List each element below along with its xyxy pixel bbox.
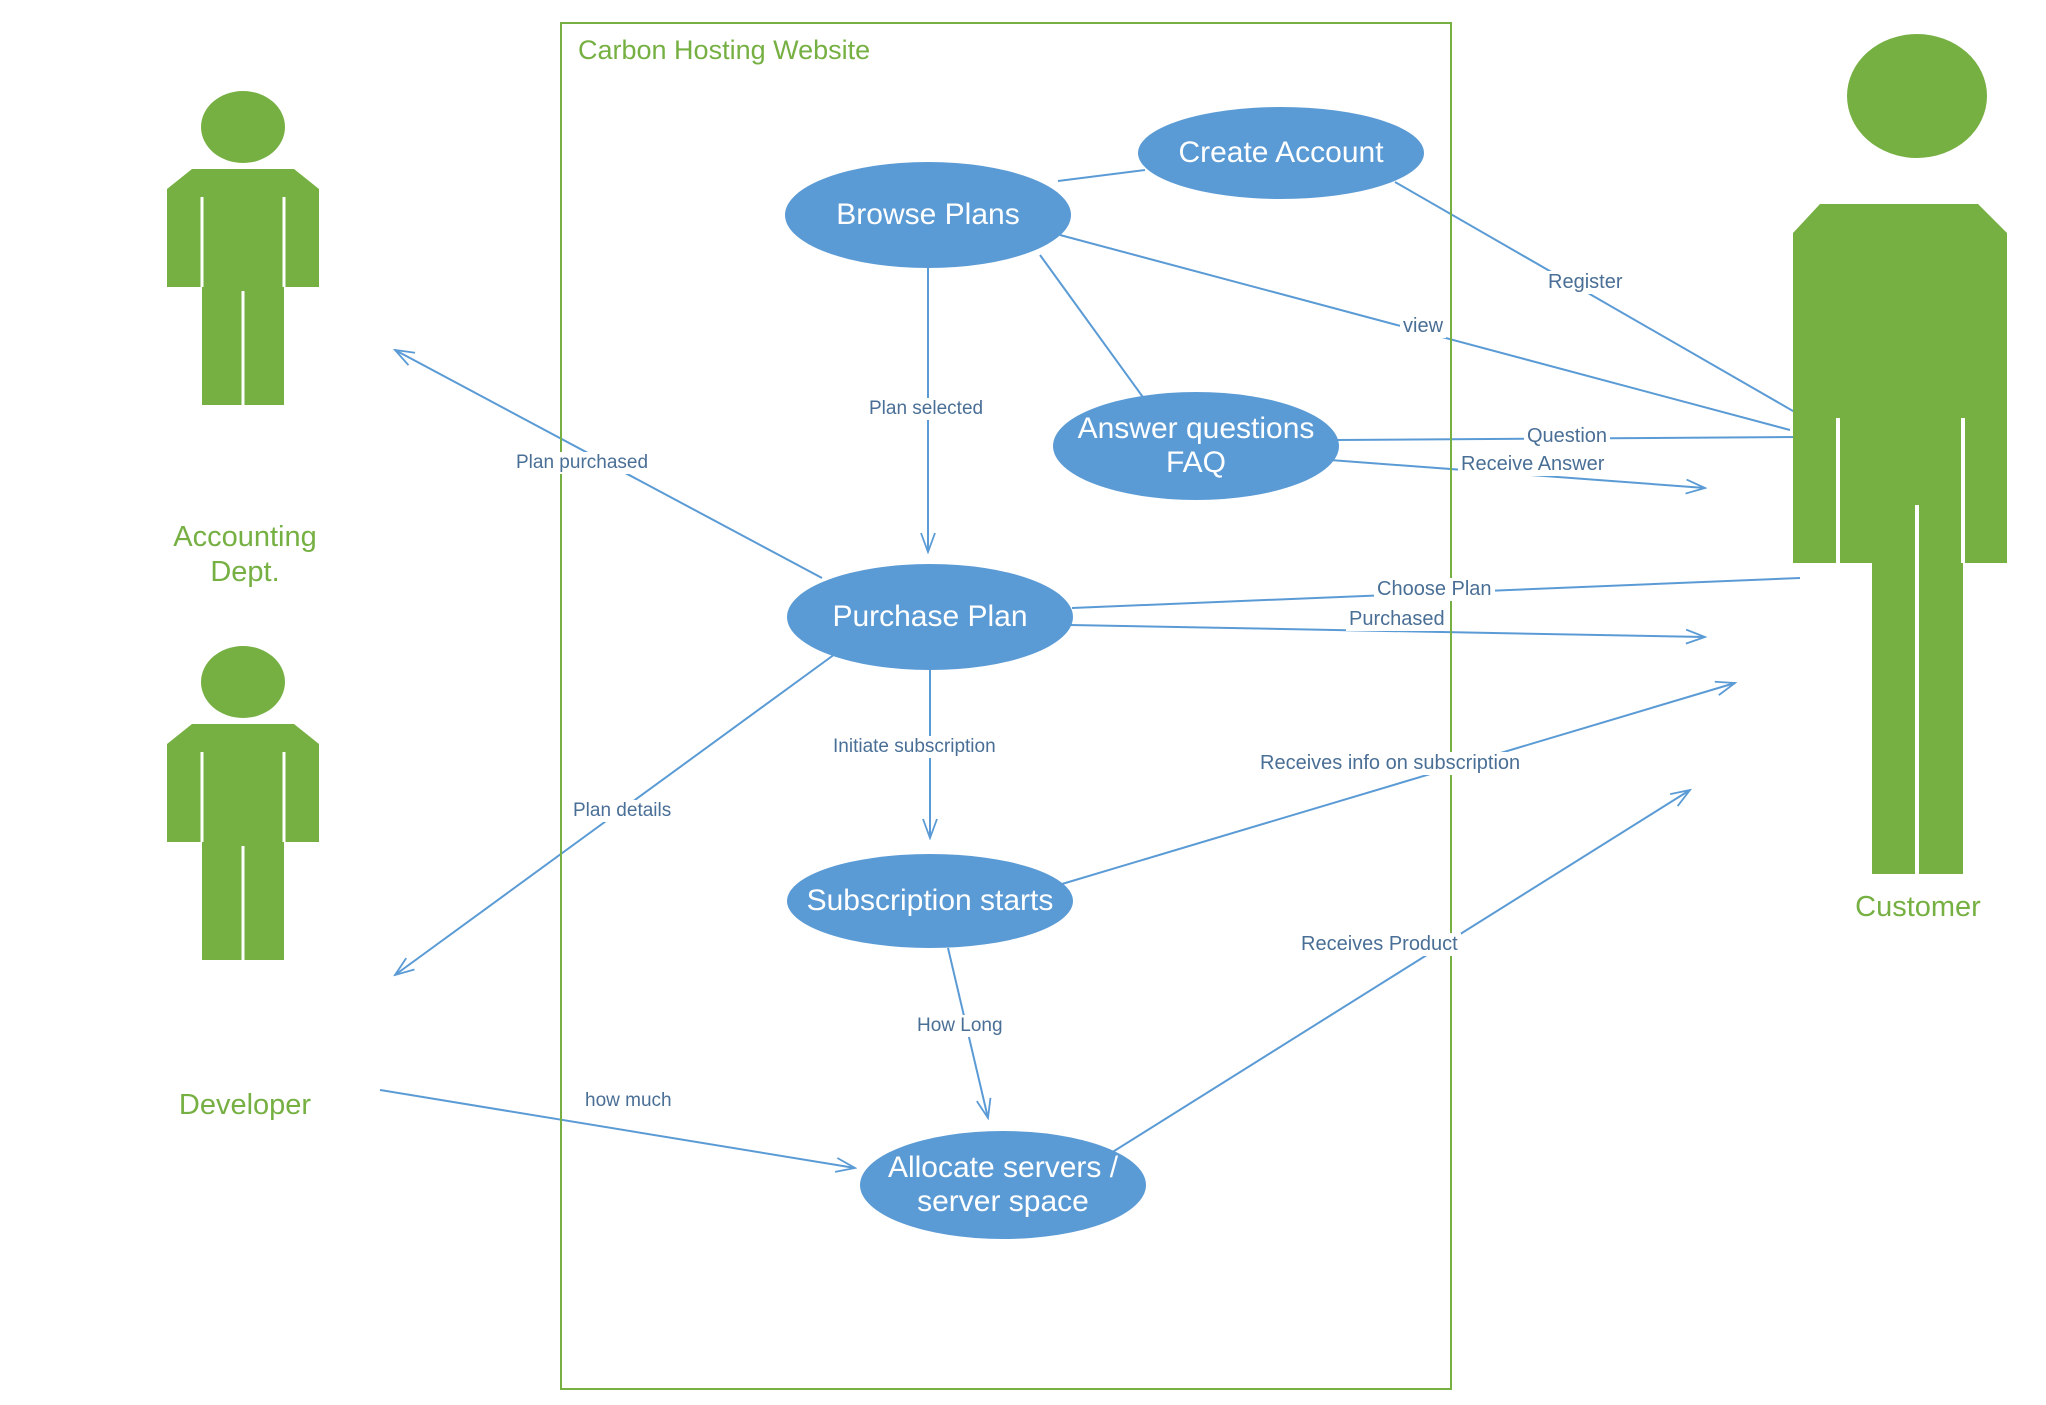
edge-label-choose-plan: Choose Plan <box>1374 578 1495 601</box>
edge-label-how-long: How Long <box>914 1015 1006 1037</box>
edge-browse-to-create <box>1057 169 1146 182</box>
actor-head-icon <box>201 91 285 163</box>
edge-developer-to-allocate <box>379 1089 855 1168</box>
actor-body-icon <box>167 724 319 960</box>
usecase-create-account-label: Create Account <box>1178 136 1384 170</box>
system-boundary-title: Carbon Hosting Website <box>578 35 871 65</box>
edge-label-initiate-subscription: Initiate subscription <box>830 736 999 758</box>
actor-developer[interactable] <box>132 640 354 960</box>
usecase-browse-plans[interactable]: Browse Plans <box>785 162 1071 268</box>
usecase-create-account[interactable]: Create Account <box>1138 107 1424 199</box>
actor-customer[interactable] <box>1788 18 2046 874</box>
usecase-allocate-servers[interactable]: Allocate servers / server space <box>860 1131 1146 1239</box>
usecase-browse-plans-label: Browse Plans <box>836 198 1020 232</box>
actor-body-icon <box>1793 204 2007 874</box>
actor-head-icon <box>201 646 285 718</box>
edge-label-plan-purchased: Plan purchased <box>513 452 652 474</box>
usecase-subscription-starts[interactable]: Subscription starts <box>787 854 1073 948</box>
edge-label-receive-answer: Receive Answer <box>1458 453 1608 476</box>
edge-subscription-to-customer <box>1061 683 1735 885</box>
usecase-answer-questions-faq[interactable]: Answer questions FAQ <box>1053 392 1339 500</box>
usecase-answer-questions-faq-label: Answer questions FAQ <box>1077 412 1315 479</box>
edge-label-purchased: Purchased <box>1346 608 1448 631</box>
actor-accounting-dept[interactable] <box>132 85 354 405</box>
edge-browse-to-faq <box>1039 254 1146 401</box>
actor-accounting-dept-label: Accounting Dept. <box>173 521 317 589</box>
edge-label-question: Question <box>1524 425 1611 448</box>
edge-label-view: view <box>1400 315 1447 338</box>
usecase-allocate-servers-label: Allocate servers / server space <box>887 1151 1119 1218</box>
actor-customer-label: Customer <box>1855 891 1981 923</box>
edge-label-receives-info: Receives info on subscription <box>1257 752 1524 775</box>
edge-label-how-much: how much <box>582 1090 675 1112</box>
actor-developer-label: Developer <box>178 1089 312 1121</box>
usecase-purchase-plan[interactable]: Purchase Plan <box>787 564 1073 670</box>
actor-head-icon <box>1847 34 1987 158</box>
edge-label-register: Register <box>1545 271 1626 294</box>
usecase-purchase-plan-label: Purchase Plan <box>832 600 1028 634</box>
edge-label-plan-details: Plan details <box>570 800 675 822</box>
system-boundary <box>560 22 1452 1390</box>
edge-label-plan-selected: Plan selected <box>866 398 987 420</box>
edge-label-receives-product: Receives Product <box>1298 933 1461 956</box>
usecase-subscription-starts-label: Subscription starts <box>806 884 1054 918</box>
edge-purchase-to-customer-purchased <box>1069 624 1705 637</box>
actor-body-icon <box>167 169 319 405</box>
edge-allocate-to-customer <box>1094 790 1690 1164</box>
edge-create-to-customer <box>1394 181 1801 416</box>
